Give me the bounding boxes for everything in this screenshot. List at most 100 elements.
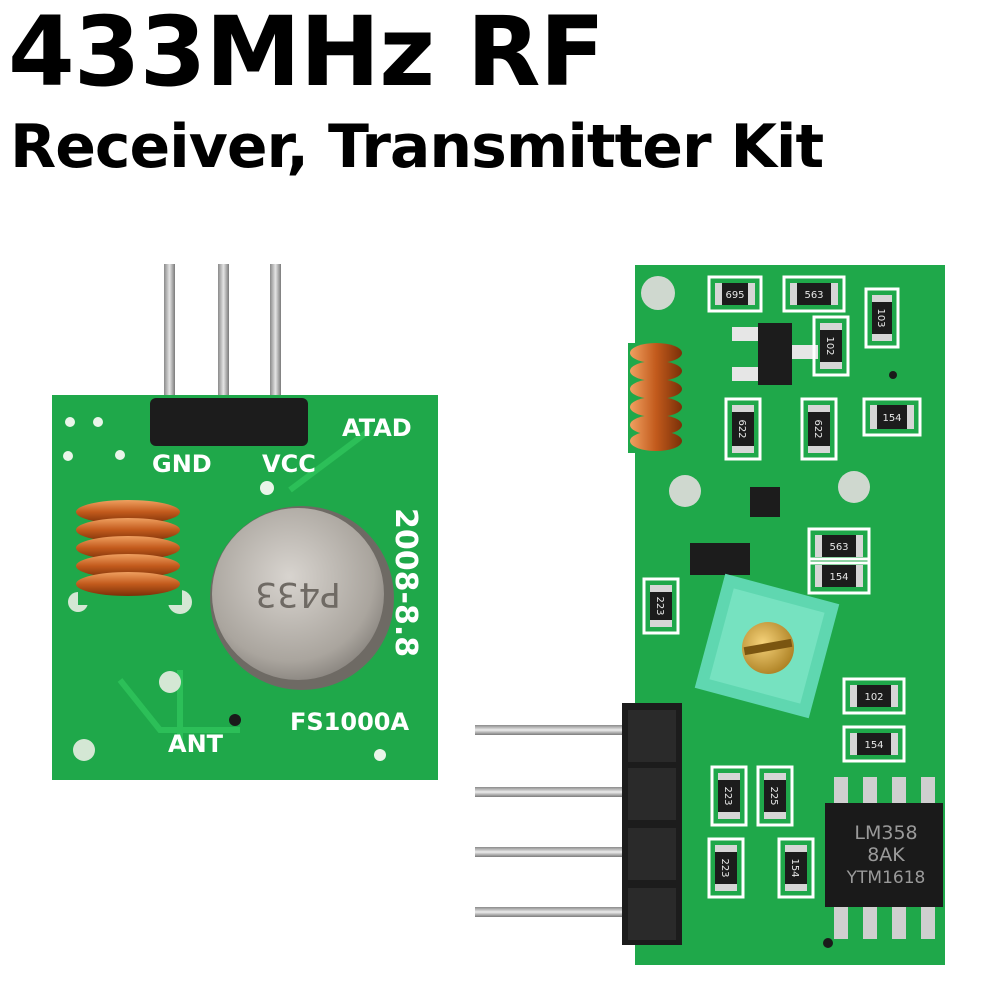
chip-line3: YTM1618: [846, 868, 926, 888]
receiver-antenna-coil: [628, 276, 690, 453]
resistor-terminal: [715, 884, 737, 891]
resistor-terminal: [764, 812, 786, 819]
resistor-terminal: [815, 565, 822, 587]
resistor-label: 225: [768, 786, 779, 805]
resistor: [764, 773, 786, 819]
resistor-silk-frame: [842, 677, 906, 715]
resistor-terminal: [748, 283, 755, 305]
resistor-silk-frame: [800, 397, 838, 461]
resistor-terminal: [785, 884, 807, 891]
potentiometer: [694, 573, 840, 719]
resistor-silk-frame: [862, 397, 922, 437]
resistor: [650, 585, 672, 627]
resistor-terminal: [732, 446, 754, 453]
resistor-label: 223: [722, 786, 733, 805]
resistor-terminal: [650, 585, 672, 592]
resistor-terminal: [764, 773, 786, 780]
resistor-terminal: [718, 812, 740, 819]
resistor-terminal: [872, 295, 892, 302]
resistor-terminal: [808, 446, 830, 453]
resistor-terminal: [820, 362, 842, 369]
resistor-terminal: [820, 323, 842, 330]
resistor-silk-frame: [724, 397, 762, 461]
resistor-label: 563: [804, 290, 823, 301]
transistor: [750, 487, 780, 517]
resistor-terminal: [785, 845, 807, 852]
resistor-label: 154: [829, 572, 848, 583]
resistor-terminal: [715, 845, 737, 852]
resistor-label: 223: [719, 858, 730, 877]
resistor: [815, 565, 863, 587]
resistor: [718, 773, 740, 819]
resistor-label: 622: [812, 419, 823, 438]
transistor: [758, 323, 792, 385]
resistor: [732, 405, 754, 453]
resistor: [870, 405, 914, 429]
resistor-silk-frame: [842, 725, 906, 763]
resistor-terminal: [790, 283, 797, 305]
resistor-silk-frame: [807, 557, 871, 595]
resistor-silk-frame: [756, 765, 794, 827]
resistor-terminal: [718, 773, 740, 780]
resistor-label: 563: [829, 542, 848, 553]
resistor: [820, 323, 842, 369]
resistor-label: 223: [654, 596, 665, 615]
resistor-terminal: [891, 733, 898, 755]
transmitter-resonator: P433: [210, 506, 394, 690]
resistor-terminal: [850, 685, 857, 707]
transmitter-board: P433 GND VCC ATAD ANT FS1000A 2008-8.8: [52, 264, 438, 780]
label-ant: ANT: [168, 730, 224, 758]
receiver-pin-header: [622, 703, 682, 945]
transistor: [690, 543, 750, 575]
resistor: [715, 845, 737, 891]
resistor-silk-frame: [812, 315, 850, 377]
resistor-silk-frame: [864, 287, 900, 349]
resistor: [715, 283, 755, 305]
resistor-terminal: [831, 283, 838, 305]
resistor-label: 102: [864, 692, 883, 703]
resistor-terminal: [856, 535, 863, 557]
label-date: 2008-8.8: [388, 508, 423, 657]
receiver-pins: [475, 725, 665, 917]
resistor-silk-frame: [707, 837, 745, 899]
resistor-terminal: [850, 733, 857, 755]
label-atad: ATAD: [342, 414, 412, 442]
crystal-marking: P433: [255, 574, 340, 614]
resistor-silk-frame: [710, 765, 748, 827]
resistor-silk-frame: [782, 275, 846, 313]
chip-line2: 8AK: [867, 844, 905, 866]
label-vcc: VCC: [262, 450, 316, 478]
resistor-silk-frame: [777, 837, 815, 899]
resistor-terminal: [715, 283, 722, 305]
page-subtitle: Receiver, Transmitter Kit: [10, 112, 824, 182]
resistor-terminal: [891, 685, 898, 707]
chip-line1: LM358: [854, 822, 917, 844]
resistor-terminal: [815, 535, 822, 557]
resistor-silk-frame: [707, 275, 763, 313]
resistor-terminal: [907, 405, 914, 429]
resistor-label: 622: [736, 419, 747, 438]
label-model: FS1000A: [290, 708, 409, 736]
transmitter-antenna-coil: [76, 500, 182, 605]
lm358-chip: LM358 8AK YTM1618: [825, 777, 943, 939]
transmitter-pins: [164, 264, 281, 414]
resistor-terminal: [808, 405, 830, 412]
resistor: [790, 283, 838, 305]
resistor-silk-frame: [642, 577, 680, 635]
resistor-terminal: [872, 334, 892, 341]
resistor-label: 154: [864, 740, 883, 751]
label-gnd: GND: [152, 450, 212, 478]
resistor: [815, 535, 863, 557]
resistor: [850, 685, 898, 707]
resistor-terminal: [856, 565, 863, 587]
resistor-silk-frame: [807, 527, 871, 565]
resistor: [808, 405, 830, 453]
resistor-label: 154: [882, 413, 901, 424]
resistor-label: 103: [875, 308, 886, 327]
resistor: [850, 733, 898, 755]
page-title: 433MHz RF: [8, 0, 605, 108]
resistor-label: 102: [824, 336, 835, 355]
resistor-terminal: [870, 405, 877, 429]
